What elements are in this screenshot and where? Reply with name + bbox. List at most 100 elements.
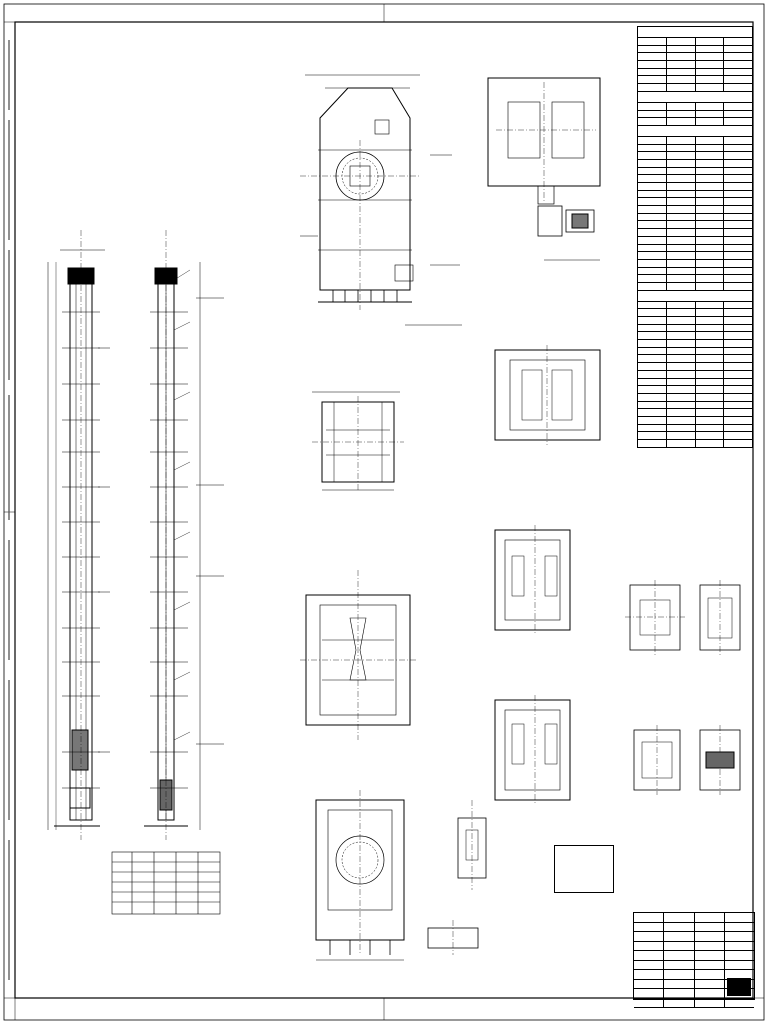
- data-table-cell: [667, 136, 696, 144]
- data-table-row: [637, 258, 753, 267]
- data-table-cell: [638, 309, 667, 316]
- title-block-row: [634, 913, 754, 923]
- data-table-cell: [638, 152, 667, 159]
- data-table-cell: [667, 355, 696, 363]
- data-table-cell: [667, 175, 696, 182]
- bottom-table-cell: [176, 892, 198, 902]
- data-table-row: [637, 243, 753, 252]
- bottom-table-row: [112, 882, 220, 892]
- bottom-table-cell: [198, 882, 220, 892]
- bottom-table-row: [112, 862, 220, 872]
- technical-data-table: [637, 26, 753, 448]
- data-table-row: [637, 400, 753, 409]
- data-table-cell: [724, 38, 752, 45]
- data-table-cell: [696, 190, 725, 198]
- data-table-cell: [696, 102, 725, 110]
- data-table-cell: [724, 402, 752, 409]
- data-table-row: [637, 37, 753, 45]
- data-table-cell: [696, 252, 725, 259]
- bottom-table-cell: [132, 912, 154, 922]
- title-block-row: [634, 960, 754, 970]
- title-block-cell: [725, 932, 754, 941]
- section-view-cc: [494, 345, 601, 445]
- data-table-cell: [667, 386, 696, 393]
- data-table-cell: [696, 355, 725, 363]
- bottom-table-cell: [154, 912, 176, 922]
- title-block-cell: [664, 922, 695, 931]
- data-table-cell: [667, 267, 696, 275]
- data-table-cell: [724, 103, 752, 110]
- data-table-cell: [667, 275, 696, 282]
- data-table-cell: [724, 325, 752, 332]
- data-table-cell: [696, 386, 725, 393]
- bottom-table-cell: [198, 902, 220, 912]
- title-block-cell: [634, 960, 665, 969]
- title-block-cell: [695, 989, 725, 998]
- data-table-row: [637, 346, 753, 355]
- data-table-cell: [696, 183, 725, 190]
- bottom-table-cell: [112, 912, 132, 922]
- data-table-cell: [696, 317, 725, 324]
- detail-view-3: [633, 725, 681, 795]
- data-table-row: [637, 182, 753, 190]
- company-logo-icon: [727, 978, 751, 996]
- bottom-table-cell: [176, 862, 198, 872]
- data-table-cell: [724, 386, 752, 393]
- data-table-cell: [724, 168, 752, 175]
- data-table-cell: [724, 53, 752, 60]
- data-table-cell: [696, 267, 725, 275]
- data-table-cell: [696, 301, 725, 309]
- data-table-cell: [724, 69, 752, 76]
- data-table-cell: [638, 38, 667, 45]
- data-table-cell: [638, 282, 667, 290]
- data-table-cell: [724, 76, 752, 83]
- title-block-cell: [634, 922, 665, 931]
- data-table-cell: [696, 370, 725, 378]
- bottom-table-cell: [132, 882, 154, 892]
- data-table-cell: [638, 409, 667, 416]
- data-table-row: [637, 339, 753, 347]
- data-table-cell: [724, 111, 752, 118]
- data-table-cell: [696, 53, 725, 61]
- data-table-cell: [696, 175, 725, 182]
- data-table-cell: [724, 283, 752, 290]
- data-table-cell: [638, 370, 667, 378]
- data-table-cell: [638, 206, 667, 213]
- title-block-cell: [695, 932, 725, 941]
- data-table-section-title: [637, 26, 753, 37]
- data-table-row: [637, 67, 753, 76]
- data-table-cell: [667, 259, 696, 267]
- sheet-frame: [3, 3, 765, 1021]
- title-block-cell: [634, 913, 665, 922]
- data-table-row: [637, 166, 753, 175]
- data-table-cell: [667, 409, 696, 416]
- data-table-cell: [696, 432, 725, 439]
- data-table-cell: [638, 324, 667, 332]
- title-block-cell: [634, 941, 665, 950]
- title-block-cell: [664, 979, 695, 988]
- data-table-cell: [638, 416, 667, 424]
- data-table-cell: [638, 136, 667, 144]
- data-table-cell: [638, 183, 667, 190]
- data-table-section-title: [637, 90, 753, 102]
- data-table-cell: [667, 301, 696, 309]
- data-table-cell: [667, 378, 696, 386]
- data-table-cell: [724, 198, 752, 205]
- bottom-table-cell: [112, 882, 132, 892]
- data-table-cell: [696, 309, 725, 316]
- data-table-cell: [638, 229, 667, 236]
- detail-view-4: [699, 725, 741, 795]
- data-table-cell: [638, 378, 667, 386]
- data-table-cell: [667, 38, 696, 45]
- data-table-cell: [667, 183, 696, 190]
- elevation-view-b: [144, 230, 224, 840]
- title-block-cell: [634, 979, 665, 988]
- title-block-cell: [725, 951, 754, 960]
- data-table-cell: [667, 159, 696, 167]
- data-table-row: [637, 281, 753, 290]
- detail-view-2: [699, 580, 741, 655]
- data-table-row: [637, 117, 753, 125]
- data-table-row: [637, 197, 753, 206]
- bottom-table-cell: [132, 872, 154, 882]
- data-table-cell: [667, 324, 696, 332]
